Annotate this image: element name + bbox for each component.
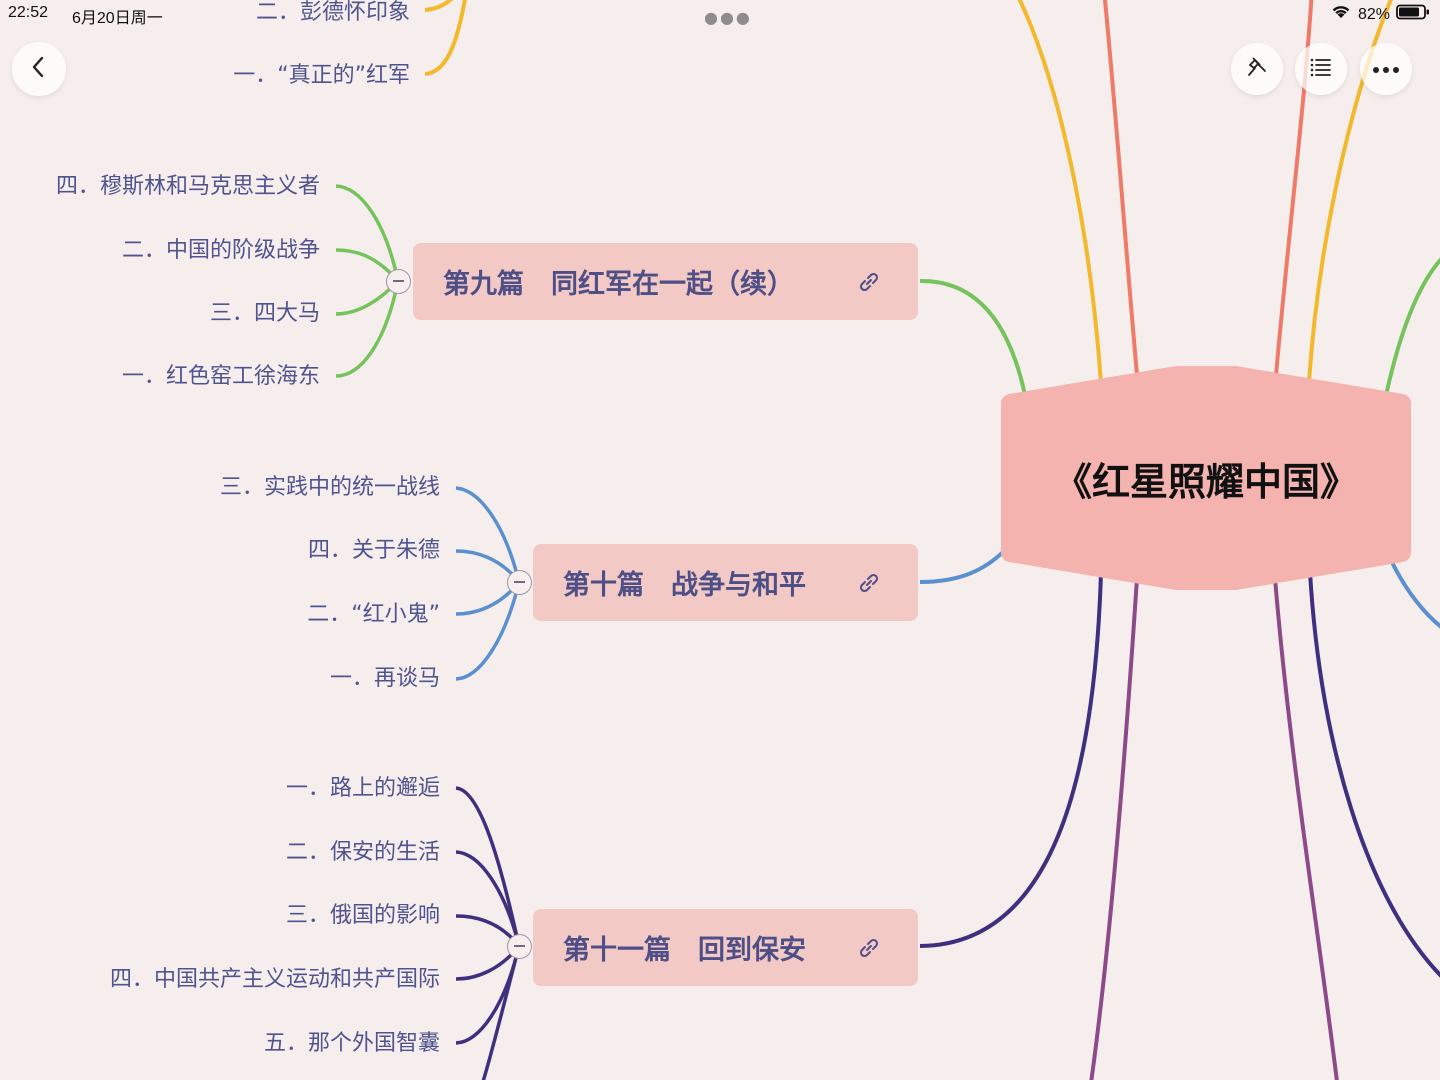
link-icon[interactable]: [856, 570, 882, 596]
battery-percentage: 82%: [1357, 5, 1390, 23]
subtopic-10-4[interactable]: 一．再谈马: [329, 666, 440, 691]
topic-branch-10[interactable]: 第十篇 战争与和平: [533, 544, 918, 621]
connector-root-green-2: [1383, 257, 1440, 401]
subtopic-11-2[interactable]: 二．保安的生活: [285, 840, 440, 865]
connector-root-plum-1: [1089, 577, 1139, 1080]
subtopic-10-2[interactable]: 四．关于朱德: [307, 538, 440, 563]
connector-b11-6: [481, 945, 521, 1080]
topic-branch-9[interactable]: 第九篇 同红军在一起（续）: [413, 243, 918, 320]
pin-button[interactable]: [1231, 43, 1283, 95]
topic-branch-9-label: 第九篇 同红军在一起（续）: [443, 269, 794, 300]
wifi-icon: [1330, 4, 1352, 25]
subtopic-10-3[interactable]: 二．“红小鬼”: [307, 602, 440, 627]
root-topic[interactable]: 《红星照耀中国》: [1001, 366, 1411, 590]
connector-root-red-1: [1102, 0, 1139, 376]
ellipsis-icon: [1372, 60, 1400, 79]
connector-root-yellow-2: [1307, 0, 1393, 383]
subtopic-11-5[interactable]: 五．那个外国智囊: [263, 1031, 440, 1056]
connector-b9-4: [335, 280, 400, 378]
chevron-left-icon: [29, 55, 49, 83]
subtopic-9-4[interactable]: 一．红色窑工徐海东: [121, 364, 320, 389]
topic-branch-11-label: 第十一篇 回到保安: [563, 935, 806, 966]
connector-root-b9: [919, 278, 1028, 401]
connector-root-indigo-2: [1308, 571, 1440, 978]
list-icon: [1309, 55, 1333, 83]
collapse-toggle-branch-11[interactable]: [507, 934, 532, 959]
subtopic-11-1[interactable]: 一．路上的邂逅: [285, 776, 440, 801]
connector-root-yellow-1: [1017, 0, 1103, 384]
status-time: 22:52: [8, 4, 49, 21]
connector-b10-4: [455, 581, 521, 681]
connector-root-b10: [919, 548, 1007, 584]
link-icon[interactable]: [856, 269, 882, 295]
link-icon[interactable]: [856, 935, 882, 961]
subtopic-9-2[interactable]: 二．中国的阶级战争: [121, 238, 320, 263]
subtopic-10-1[interactable]: 三．实践中的统一战线: [219, 475, 440, 500]
top-subtopic-1[interactable]: 二．彭德怀印象: [255, 0, 410, 25]
topic-branch-10-label: 第十篇 战争与和平: [563, 570, 806, 601]
root-topic-label: 《红星照耀中国》: [1053, 459, 1358, 504]
collapse-toggle-branch-10[interactable]: [507, 570, 532, 595]
connector-root-b11: [919, 572, 1103, 948]
collapse-toggle-branch-9[interactable]: [386, 269, 411, 294]
connector-b11-1: [455, 786, 521, 947]
outline-button[interactable]: [1295, 43, 1347, 95]
connector-b11-5: [455, 945, 521, 1045]
connector-b10-1: [455, 486, 521, 583]
multitasking-dots[interactable]: ●●●: [704, 8, 752, 27]
subtopic-9-1[interactable]: 四．穆斯林和马克思主义者: [55, 174, 320, 199]
connector-top-2: [424, 0, 467, 76]
connector-b11-2: [455, 850, 521, 947]
subtopic-11-4[interactable]: 四．中国共产主义运动和共产国际: [109, 967, 440, 992]
status-bar: 22:52 6月20日周一 82%: [0, 0, 1440, 30]
connector-root-plum-2: [1273, 577, 1339, 1080]
more-button[interactable]: [1360, 43, 1412, 95]
status-right: 82%: [1330, 4, 1430, 25]
back-button[interactable]: [12, 42, 66, 96]
pin-icon: [1245, 55, 1269, 83]
topic-branch-11[interactable]: 第十一篇 回到保安: [533, 909, 918, 986]
connector-root-blue-2: [1388, 557, 1440, 629]
subtopic-11-3[interactable]: 三．俄国的影响: [285, 903, 440, 928]
connector-b9-1: [335, 184, 400, 282]
battery-icon: [1396, 4, 1430, 25]
root-hexagon-shape: [1001, 366, 1411, 590]
connector-root-red-2: [1274, 0, 1314, 376]
status-date: 6月20日周一: [72, 10, 163, 27]
top-subtopic-2[interactable]: 一．“真正的”红军: [233, 63, 410, 88]
subtopic-9-3[interactable]: 三．四大马: [209, 301, 320, 326]
connector-top-1: [424, 0, 454, 12]
